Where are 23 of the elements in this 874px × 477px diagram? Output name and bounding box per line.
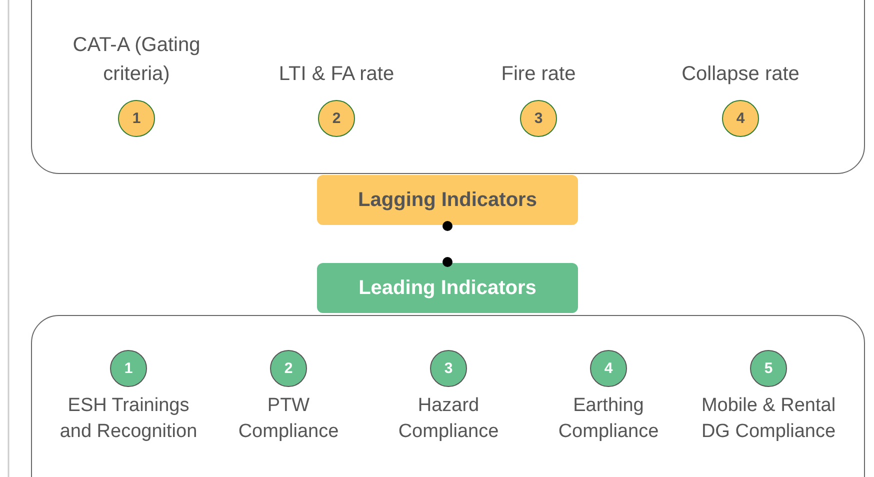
panel-background <box>31 315 865 477</box>
indicator-label: ESH Trainings and Recognition <box>60 394 198 444</box>
indicator-label: Earthing Compliance <box>557 394 660 444</box>
number-badge: 2 <box>270 350 307 387</box>
panel-background <box>31 0 865 174</box>
number-badge: 3 <box>430 350 467 387</box>
indicator-label: Collapse rate <box>680 62 800 87</box>
connector <box>442 221 452 267</box>
number-badge: 4 <box>590 350 627 387</box>
category-bar: Lagging Indicators <box>317 175 578 225</box>
indicator-label: Mobile & Rental DG Compliance <box>700 394 837 444</box>
number-badge: 4 <box>722 100 759 137</box>
indicator-label: PTW Compliance <box>237 394 340 444</box>
number-badge: 3 <box>520 100 557 137</box>
indicator-label: LTI & FA rate <box>278 62 396 87</box>
number-badge: 1 <box>118 100 155 137</box>
indicator-label: CAT-A (Gating criteria) <box>72 33 202 87</box>
indicator-label: Hazard Compliance <box>397 394 500 444</box>
indicator-label: Fire rate <box>500 62 577 87</box>
number-badge: 2 <box>318 100 355 137</box>
number-badge: 5 <box>750 350 787 387</box>
number-badge: 1 <box>110 350 147 387</box>
category-bar: Leading Indicators <box>317 263 578 313</box>
